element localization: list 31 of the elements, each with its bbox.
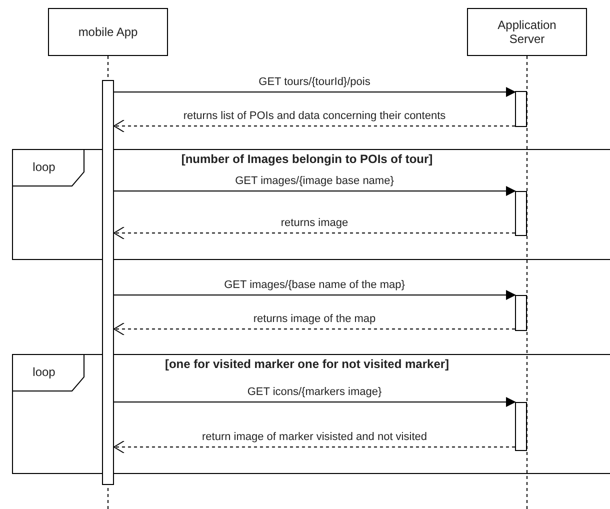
loop-frame: [12, 354, 610, 474]
message-label: return image of marker visisted and not visited: [200, 431, 429, 444]
message-arrow: [114, 87, 516, 97]
guard-condition: [number of Images belongin to POIs of tour]: [181, 152, 433, 166]
participant-label: mobile App: [77, 25, 139, 39]
message-label: GET icons/{markers image}: [245, 386, 384, 399]
guard-condition: [one for visited marker one for not visited marker]: [164, 357, 450, 371]
activation-bar: [515, 191, 527, 236]
message-label: GET images/{base name of the map}: [222, 279, 407, 292]
message-arrow: [114, 290, 516, 300]
return-message-arrow: [114, 120, 516, 132]
message-label: returns list of POIs and data concerning their contents: [181, 110, 448, 123]
activation-bar: [102, 80, 114, 485]
message-label: returns image: [278, 217, 350, 230]
message-label: returns image of the map: [251, 313, 378, 326]
message-label: GET images/{image base name}: [233, 175, 396, 188]
participant-box: [467, 8, 587, 56]
message-arrow: [114, 397, 516, 407]
frame-operator: loop: [32, 159, 56, 176]
activation-bar: [515, 295, 527, 331]
return-message-arrow: [114, 226, 516, 240]
frame-operator: loop: [32, 364, 56, 381]
message-label: GET tours/{tourId}/pois: [256, 76, 372, 89]
message-arrow: [114, 186, 516, 196]
return-message-arrow: [114, 322, 516, 336]
participant-label: Application Server: [496, 18, 558, 46]
participant-box: [48, 8, 168, 56]
activation-bar: [515, 91, 527, 127]
loop-frame: [12, 149, 610, 260]
return-message-arrow: [114, 440, 516, 454]
activation-bar: [515, 402, 527, 451]
